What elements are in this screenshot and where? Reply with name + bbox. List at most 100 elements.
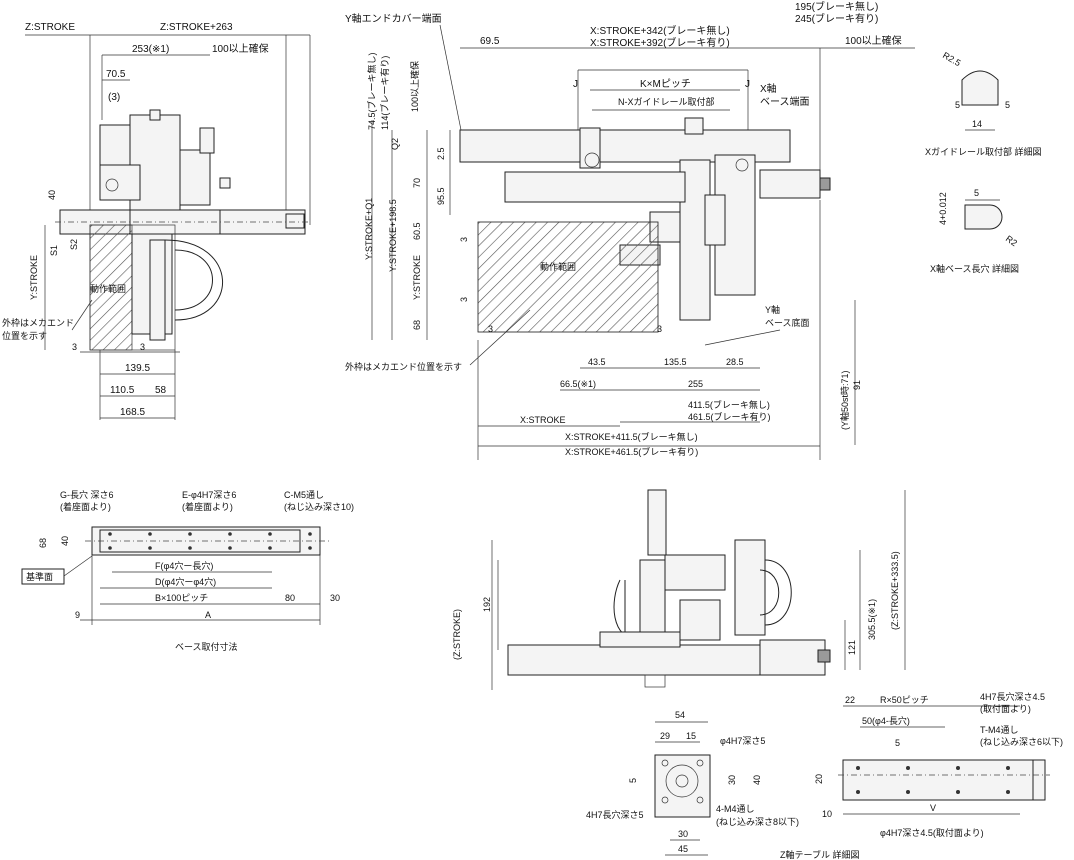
dim-y-stroke-top: Y:STROKE: [412, 255, 422, 300]
dim-411-5: 411.5(ブレーキ無し): [688, 399, 770, 410]
e-hole-sub: (着座面より): [182, 501, 233, 512]
x-stroke-342: X:STROKE+342(ブレーキ無し): [590, 24, 730, 37]
zd-d10: 10: [822, 809, 832, 819]
slot-d5: 5: [974, 188, 979, 198]
dim-60-5: 60.5: [412, 222, 422, 240]
g-slot-sub: (着座面より): [60, 501, 111, 512]
base-d40: 40: [60, 536, 70, 546]
dim-s1: S1: [49, 245, 59, 256]
y-cover-end: Y軸エンドカバー端面: [345, 12, 442, 25]
front-d121: 121: [847, 640, 857, 655]
dim-195: 195(ブレーキ無し): [795, 0, 878, 13]
zd-rx50: R×50ピッチ: [880, 695, 929, 705]
zd-d22: 22: [845, 695, 855, 705]
motion-range-side: 動作範囲: [90, 283, 126, 294]
base-mount: G-長穴 深さ6 (着座面より) E-φ4H7深さ6 (着座面より) C-M5通…: [21, 489, 354, 652]
f-dim: F(φ4穴ー長穴): [155, 560, 213, 571]
zt-d30: 30: [678, 829, 688, 839]
guide-r2-5: R2.5: [941, 50, 962, 68]
dim-3-top-b: 3: [459, 297, 469, 302]
kxm-pitch: K×Mピッチ: [640, 78, 691, 90]
zt-d54: 54: [675, 710, 685, 720]
zd-t-m4: T-M4通し: [980, 725, 1019, 735]
dim-28-5: 28.5: [726, 357, 744, 367]
zd-t-m4-sub: (ねじ込み深さ6以下): [980, 737, 1063, 747]
dim-70-5: 70.5: [106, 69, 126, 80]
dim-100-top: 100以上確保: [845, 34, 902, 47]
front-d192: 192: [482, 597, 492, 612]
zd-slot: 4H7長穴深さ4.5: [980, 691, 1045, 702]
dim-461-5: 461.5(ブレーキ有り): [688, 411, 771, 422]
dim-70-top: 70: [412, 178, 422, 188]
dim-y-stroke-side: Y:STROKE: [29, 255, 39, 300]
dim-95-5: 95.5: [436, 187, 446, 205]
guide-d5: 5: [955, 100, 960, 110]
z-table-view: 54 29 15 φ4H7深さ5 5 30 40 4-M4通し (ねじ込み深さ8…: [586, 710, 799, 856]
guide-detail-title: Xガイドレール取付部 詳細図: [925, 146, 1042, 157]
dim-168-5: 168.5: [120, 407, 145, 418]
z-stroke-263-label: Z:STROKE+263: [160, 22, 233, 33]
zt-hole-h7: φ4H7深さ5: [720, 736, 765, 746]
zt-d29: 29: [660, 731, 670, 741]
e-hole: E-φ4H7深さ6: [182, 490, 236, 500]
j-right: J: [745, 79, 750, 90]
dim-x-stroke: X:STROKE: [520, 415, 566, 425]
zd-d20: 20: [814, 774, 824, 784]
outer-note-1: 外枠はメカエンド: [2, 317, 74, 328]
dim-253: 253(※1): [132, 44, 169, 55]
dim-y-stroke-198: Y:STROKE+198.5: [388, 199, 398, 272]
zt-d45: 45: [678, 844, 688, 854]
dim-s2: S2: [69, 239, 79, 250]
z-stroke-label: Z:STROKE: [25, 22, 75, 33]
dim-43-5: 43.5: [588, 357, 606, 367]
reference-face: 基準面: [26, 571, 53, 582]
front-d305: 305.5(※1): [867, 599, 877, 640]
dim-74-5: 74.5(ブレーキ無し): [366, 52, 377, 130]
base-mount-title: ベース取付寸法: [175, 641, 238, 652]
dim-x-461: X:STROKE+461.5(ブレーキ有り): [565, 446, 698, 457]
zd-title: Z軸テーブル 詳細図: [780, 849, 859, 860]
guide-d14: 14: [972, 119, 982, 129]
dim-91: 91: [852, 380, 862, 390]
dim-3-top-c: 3: [488, 324, 493, 334]
y-base-bottom: ベース底面: [765, 317, 810, 328]
guide-detail: R2.5 5 5 14 Xガイドレール取付部 詳細図: [925, 50, 1042, 157]
dim-110-5: 110.5: [110, 385, 135, 396]
zt-d30v: 30: [727, 775, 737, 785]
zt-d5: 5: [628, 778, 638, 783]
x-axis-label: X軸: [760, 82, 777, 95]
dim-139-5: 139.5: [125, 363, 150, 374]
b-dim: B×100ピッチ: [155, 593, 208, 603]
zd-v: V: [930, 803, 936, 813]
g-slot: G-長穴 深さ6: [60, 489, 114, 500]
outer-note-2: 位置を示す: [2, 330, 47, 341]
side-view: Z:STROKE Z:STROKE+263 253(※1) 100以上確保 70…: [2, 22, 311, 420]
dim-66-5: 66.5(※1): [560, 379, 596, 389]
base-d30: 30: [330, 593, 340, 603]
zt-m4: 4-M4通し: [716, 804, 755, 814]
zd-hole: φ4H7深さ4.5(取付面より): [880, 828, 984, 838]
dim-3-side-b: 3: [140, 342, 145, 352]
dim-100-side: 100以上確保: [212, 42, 269, 55]
guide-d5b: 5: [1005, 100, 1010, 110]
dim-40-side: 40: [47, 190, 57, 200]
z-detail-view: 22 R×50ピッチ 4H7長穴深さ4.5 (取付面より) 50(φ4-長穴) …: [780, 691, 1063, 860]
j-left: J: [573, 79, 578, 90]
base-d68: 68: [38, 538, 48, 548]
zt-d15: 15: [686, 731, 696, 741]
dim-q2: Q2: [390, 138, 400, 150]
x-stroke-392: X:STROKE+392(ブレーキ有り): [590, 36, 730, 49]
outer-note-top: 外枠はメカエンド位置を示す: [345, 361, 462, 372]
dim-91-note: (Y軸50st時:71): [839, 370, 850, 430]
motion-range-top: 動作範囲: [540, 261, 576, 272]
front-z-stroke: (Z:STROKE): [452, 609, 462, 660]
dim-100-vertical: 100以上確保: [409, 61, 420, 112]
slot-r2: R2: [1004, 233, 1019, 248]
dim-3-top-d: 3: [657, 324, 662, 334]
zd-slot-sub: (取付面より): [980, 704, 1031, 714]
top-view: Y軸エンドカバー端面 69.5 X:STROKE+342(ブレーキ無し) X:S…: [345, 0, 915, 460]
dim-58: 58: [155, 385, 167, 396]
dim-3-paren: (3): [108, 92, 120, 103]
dim-2-5: 2.5: [436, 147, 446, 160]
